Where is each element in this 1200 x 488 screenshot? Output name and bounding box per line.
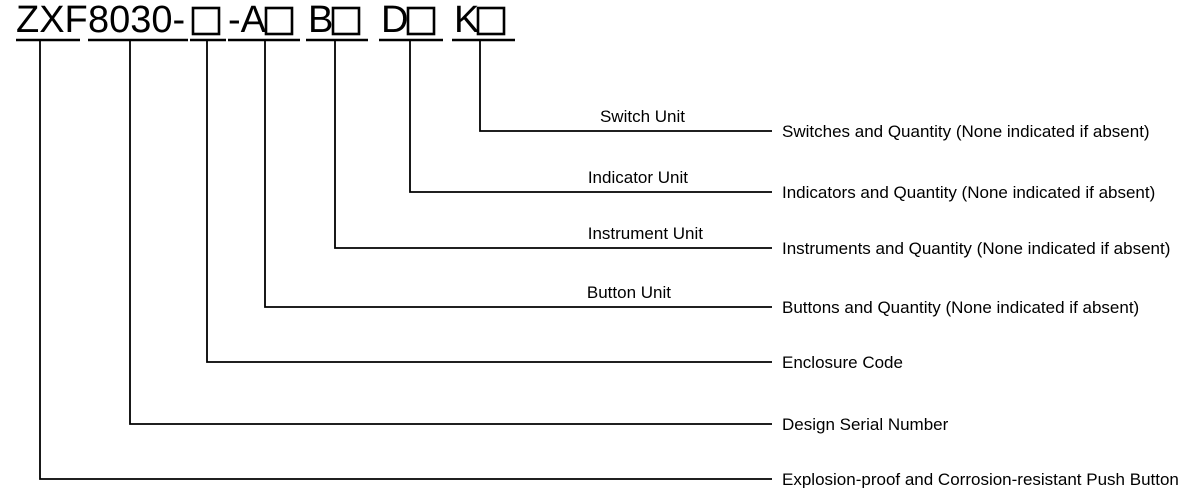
leader-path-design-serial bbox=[129, 40, 772, 425]
code-placeholder-box-dash-a bbox=[264, 6, 294, 36]
code-segment-dash-a: -A bbox=[228, 0, 267, 41]
leader-path-indicator bbox=[409, 40, 772, 193]
row-description-design-serial: Design Serial Number bbox=[782, 415, 949, 434]
unit-label-button: Button Unit bbox=[587, 283, 671, 302]
leader-path-instrument bbox=[334, 40, 772, 249]
row-description-instrument: Instruments and Quantity (None indicated… bbox=[782, 239, 1170, 258]
code-placeholder-box-b bbox=[331, 6, 361, 36]
row-description-product-name: Explosion-proof and Corrosion-resistant … bbox=[782, 470, 1179, 488]
leader-path-enclosure bbox=[206, 40, 772, 363]
leader-path-button bbox=[264, 40, 772, 308]
leader-row-switch bbox=[479, 40, 772, 132]
code-segment-8030: 8030- bbox=[88, 0, 185, 41]
leader-row-indicator bbox=[409, 40, 772, 193]
leader-row-enclosure bbox=[206, 40, 772, 363]
leader-row-button bbox=[264, 40, 772, 308]
row-description-indicator: Indicators and Quantity (None indicated … bbox=[782, 183, 1155, 202]
code-segment-d: D bbox=[381, 0, 408, 41]
row-description-enclosure: Enclosure Code bbox=[782, 353, 903, 372]
leader-row-instrument bbox=[334, 40, 772, 249]
leader-lines-group bbox=[39, 40, 772, 480]
leader-path-product-name bbox=[39, 40, 772, 480]
leader-path-switch bbox=[479, 40, 772, 132]
leader-row-design-serial bbox=[129, 40, 772, 425]
row-description-switch: Switches and Quantity (None indicated if… bbox=[782, 122, 1150, 141]
code-placeholder-box-k bbox=[476, 6, 506, 36]
code-segment-b: B bbox=[308, 0, 333, 41]
unit-label-indicator: Indicator Unit bbox=[588, 168, 688, 187]
unit-label-switch: Switch Unit bbox=[600, 107, 685, 126]
unit-label-instrument: Instrument Unit bbox=[588, 224, 704, 243]
code-placeholder-box-box1 bbox=[191, 6, 221, 36]
code-placeholder-box-d bbox=[406, 6, 436, 36]
row-description-button: Buttons and Quantity (None indicated if … bbox=[782, 298, 1139, 317]
code-segment-k: K bbox=[454, 0, 479, 41]
leader-row-product-name bbox=[39, 40, 772, 480]
code-segment-zxf: ZXF bbox=[16, 0, 88, 41]
